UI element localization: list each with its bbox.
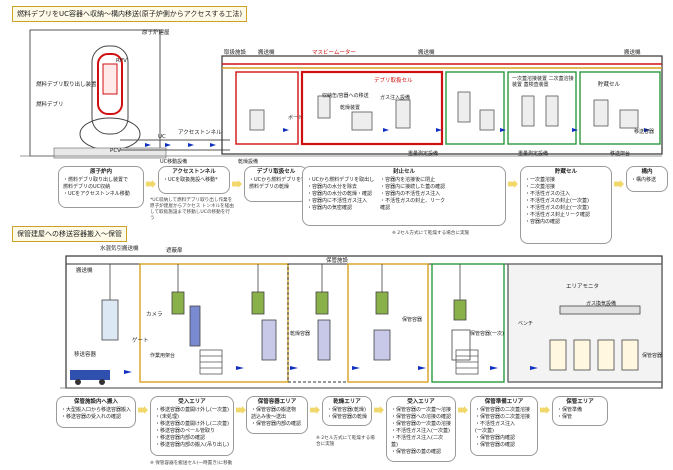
label-weigh-1: 重量測定設備: [408, 151, 439, 157]
top-section-title: 燃料デブリをUC容器へ収納〜構内移送(原子炉側からアクセスする工法): [12, 6, 248, 22]
bottom-callout-dry-area: 乾燥エリア ・保管容器(乾燥) ・保管容器の乾燥: [322, 396, 372, 426]
label-storage-rack-2: 保管容器(一次): [470, 331, 504, 337]
label-gate: ゲート: [132, 338, 149, 344]
bottom-note-2: ※ 2セル方式にて乾燥する場合に実施: [316, 436, 375, 447]
trailer-icon: [70, 370, 110, 380]
top-callout-reactor: 原子炉内 ・燃料デブリ取り出し装置で 燃料デブリのUC収納 ・UCをアクセストン…: [58, 166, 144, 208]
label-ventilation: ガス換気設備: [586, 301, 617, 307]
label-water-crane: 水混気引搬送機: [100, 246, 139, 252]
top-callout-debris-cell: デブリ取扱セル ・UCから燃料デブリを容器 燃料デブリの乾燥: [244, 166, 308, 202]
seal-cell: [445, 71, 505, 145]
label-camera: カメラ: [146, 312, 163, 318]
label-storage-vessel: 保管容器: [642, 353, 663, 359]
label-move-container: 移送容器: [74, 352, 97, 358]
label-dry-device: 乾燥装置: [340, 105, 361, 111]
storage-vessels: [549, 305, 641, 371]
top-callout-seal-cell: 封止セル ・UCから燃料デブリを取出し ・容器内の水分を除去 ・容器内の水分の乾…: [302, 166, 506, 226]
label-boat-1: ボート: [288, 115, 304, 121]
bottom-callout-container-area: 保管容器エリア ・保管容器の搬送物 詰込み後〜送出 ・保管容器内部の確認: [246, 396, 308, 434]
top-callout-access-tunnel: アクセストンネル ・UCを取扱施設へ移動*: [158, 166, 230, 194]
label-storage-rack-1: 保管容器: [402, 317, 423, 323]
prep-area-frame: [431, 263, 505, 383]
label-debris-fuel: 燃料デブリ: [36, 102, 64, 108]
label-storage-container-1: 収納缶/容器への移送: [322, 93, 369, 99]
label-crane-2: 搬送機: [418, 50, 435, 56]
label-crane-1: 搬送機: [258, 50, 275, 56]
label-shield-door: 遮蔽扉: [166, 248, 183, 254]
label-transfer-cask: 移送容器: [634, 129, 655, 135]
label-storage-cell: 貯蔵セル: [598, 82, 621, 88]
label-uc-move-equip: UC移動設備: [160, 159, 188, 165]
label-access-tunnel: アクセストンネル: [178, 130, 222, 136]
top-blue-arrows: [145, 143, 216, 147]
label-weigh-2: 重量測定設備: [518, 151, 549, 157]
label-out-shelf: 移送架台: [610, 151, 631, 157]
storage-cell: [579, 71, 661, 145]
bottom-note-1: ※ 保管容器を搬送セル(一時置き)に移動: [150, 461, 233, 466]
bottom-callout-intake: 保管施設内へ搬入 ・大型搬入口から移送容器搬入 ・移送容器の受入れの確認: [56, 396, 136, 428]
label-secondary-lid: 一次蓋溶接装置 二次蓋溶接装置 蓋検査装置: [512, 76, 574, 88]
handling-facility: [221, 55, 663, 155]
label-dry-container: 乾燥容器: [290, 331, 311, 337]
label-rpv: RPV: [116, 58, 127, 64]
debris-handling-cell: [300, 70, 444, 146]
label-monorail: マスビームーター: [312, 50, 356, 56]
label-handling-facility: 取扱施設: [224, 50, 247, 56]
label-debris-fuel-top: 燃料デブリ取り出し装置: [36, 82, 97, 88]
bottom-callout-prep: 保管準備エリア ・保管容器の二次蓋溶接 ・保管容器の二次蓋溶接 ・不活性ガス注入…: [470, 396, 538, 456]
label-uc: UC: [158, 134, 166, 140]
bottom-callout-receiving: 受入エリア ・移送容器の蓋開け外し(一次蓋) ・(未処理) ・移送容器の蓋開け外…: [150, 396, 234, 456]
bottom-callout-receiving-2: 受入エリア ・保管容器の一次蓋〜溶接 ・保管容器への溶接の確認 ・保管容器の一次…: [386, 396, 456, 462]
label-pcv: PCV: [110, 148, 121, 154]
label-debris-handling-cell: デブリ取扱セル: [374, 78, 413, 84]
top-note-2: ※ 2セル方式にて乾燥する場合に実施: [392, 231, 470, 236]
top-note-1: *UC収納して燃料デブリ取り出し作業を原子炉建屋からアクセス トンネルを経由して…: [150, 198, 234, 221]
label-area-monitor: エリアモニタ: [566, 284, 600, 290]
label-gas-inject: ガス注入設備: [380, 95, 411, 101]
top-callout-storage-cell: 貯蔵セル ・一次蓋溶接 ・二次蓋溶接 ・不活性ガスの注入 ・不活性ガスの封止(一…: [520, 166, 612, 244]
bottom-section-title: 保管建屋への移送容器搬入〜保管: [12, 226, 127, 242]
label-crane-b: 搬送機: [76, 268, 93, 274]
label-dry-equip: 乾燥設備: [238, 159, 259, 165]
label-crane-4: 搬送機: [624, 50, 641, 56]
bottom-callout-storage: 保管エリア ・保管準備 ・保管: [552, 396, 608, 426]
bottom-hoists: [101, 264, 471, 361]
label-check-station: 作業用架台: [150, 353, 176, 359]
label-storage-facility: 保管施設: [326, 258, 349, 264]
top-equipment: [249, 91, 639, 131]
top-callout-site: 構内 ・構内移送: [626, 166, 668, 192]
label-reactor-building: 原子炉建屋: [142, 30, 170, 36]
label-bench: ベンチ: [518, 321, 534, 327]
bottom-blue-arrows: [124, 366, 538, 374]
